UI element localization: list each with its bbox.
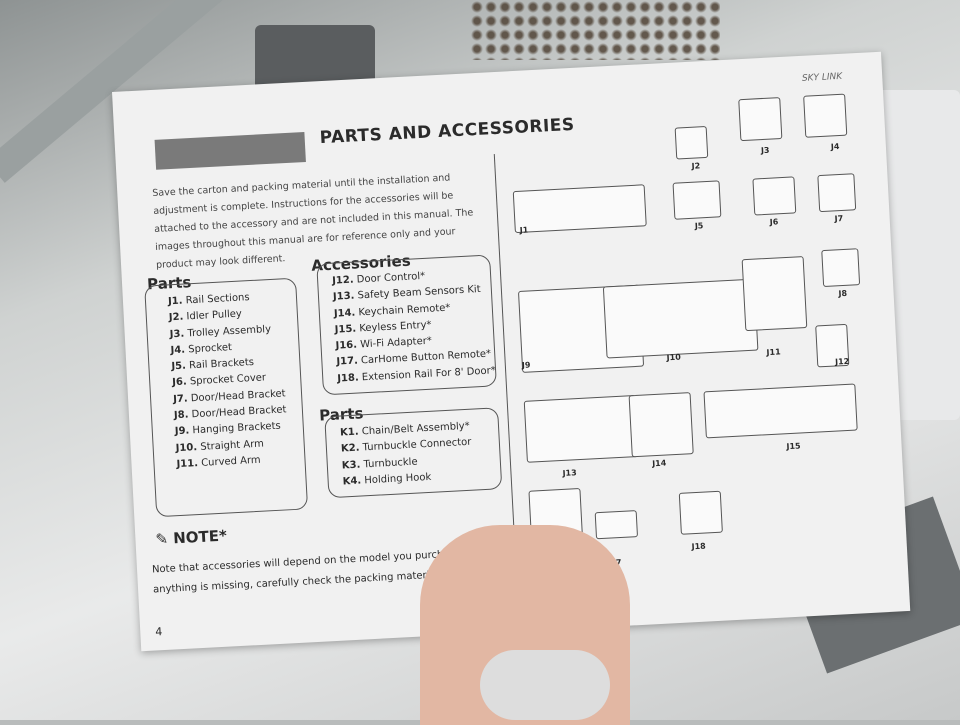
- item-label: Keychain Remote*: [358, 302, 451, 318]
- item-code: J18.: [337, 372, 360, 385]
- item-code: K2.: [340, 442, 360, 455]
- figure-j4: [803, 93, 848, 138]
- item-label: Curved Arm: [200, 454, 261, 469]
- item-label: Keyless Entry*: [359, 319, 432, 335]
- figure-label: J15: [786, 441, 801, 452]
- figure-label: J3: [760, 145, 770, 156]
- item-label: Rail Brackets: [188, 357, 255, 372]
- figure-j13: [523, 395, 639, 463]
- figure-j7: [817, 173, 857, 213]
- brand-logo: SKY LINK: [801, 71, 843, 84]
- figure-label: J14: [651, 458, 667, 469]
- header-bar: [154, 131, 306, 170]
- item-code: J6.: [172, 376, 188, 389]
- figure-label: J10: [666, 352, 681, 363]
- figure-j10: [602, 278, 759, 359]
- figure-label: J18: [691, 541, 706, 552]
- chain: [470, 0, 720, 60]
- item-code: J2.: [168, 311, 184, 324]
- figure-j14: [628, 392, 694, 458]
- figure-j1: [512, 184, 647, 234]
- item-code: J11.: [176, 457, 199, 471]
- item-label: Turnbuckle Connector: [362, 436, 472, 454]
- item-label: Idler Pulley: [186, 308, 243, 323]
- item-label: Turnbuckle: [363, 456, 418, 470]
- figure-j6: [752, 176, 797, 216]
- note-heading: ✎ NOTE*: [155, 526, 228, 549]
- item-label: Rail Sections: [185, 292, 250, 307]
- item-code: J15.: [334, 323, 357, 336]
- item-code: J16.: [335, 339, 358, 352]
- item-code: J8.: [173, 409, 189, 422]
- figure-j2: [674, 125, 709, 160]
- figure-j17: [594, 510, 639, 540]
- figure-j15: [703, 383, 858, 439]
- item-code: J3.: [169, 328, 185, 340]
- item-label: Door/Head Bracket: [190, 388, 286, 405]
- figure-label: J9: [521, 360, 531, 370]
- figure-label: J1: [519, 225, 529, 235]
- item-label: Wi-Fi Adapter*: [359, 335, 433, 351]
- figure-label: J11: [766, 347, 781, 358]
- accessories-list: J12. Door Control*J13. Safety Beam Senso…: [332, 265, 496, 387]
- figure-label: J7: [834, 213, 844, 224]
- figure-j3: [738, 97, 783, 142]
- page-number: 4: [154, 625, 163, 639]
- page-title: PARTS AND ACCESSORIES: [319, 114, 576, 149]
- figure-label: J8: [838, 288, 848, 299]
- note-label: NOTE*: [172, 526, 228, 548]
- item-label: Holding Hook: [364, 471, 432, 487]
- item-code: J10.: [175, 441, 198, 454]
- item-label: Sprocket: [187, 341, 233, 356]
- figure-label: J6: [769, 217, 779, 227]
- item-code: J4.: [170, 344, 186, 357]
- item-code: J12.: [331, 274, 354, 287]
- figure-j18: [678, 490, 723, 535]
- item-label: Door Control*: [356, 270, 426, 286]
- item-code: J9.: [174, 425, 190, 438]
- item-code: J13.: [332, 290, 355, 304]
- figure-label: J12: [834, 356, 850, 367]
- figure-label: J4: [830, 142, 840, 152]
- figure-label: J13: [562, 468, 577, 478]
- item-code: K3.: [341, 459, 361, 472]
- item-code: J5.: [171, 360, 187, 373]
- figure-label: J2: [691, 161, 701, 171]
- parts2-list: K1. Chain/Belt Assembly*K2. Turnbuckle C…: [340, 419, 474, 491]
- item-label: Hanging Brackets: [192, 421, 281, 437]
- cloth: [480, 650, 610, 720]
- item-label: Safety Beam Sensors Kit: [357, 284, 481, 302]
- item-code: J1.: [167, 295, 183, 308]
- item-code: J17.: [336, 355, 359, 369]
- figure-j5: [672, 180, 722, 220]
- item-code: K4.: [342, 475, 362, 488]
- figure-label: J5: [694, 221, 704, 231]
- item-label: Straight Arm: [200, 438, 265, 453]
- item-label: Trolley Assembly: [187, 323, 272, 339]
- item-code: J7.: [172, 393, 188, 405]
- item-label: Sprocket Cover: [189, 372, 267, 388]
- item-code: J14.: [333, 307, 356, 320]
- figure-j11: [741, 256, 808, 332]
- figure-j8: [821, 248, 861, 288]
- item-label: Door/Head Bracket: [191, 404, 287, 421]
- item-code: K1.: [339, 426, 359, 439]
